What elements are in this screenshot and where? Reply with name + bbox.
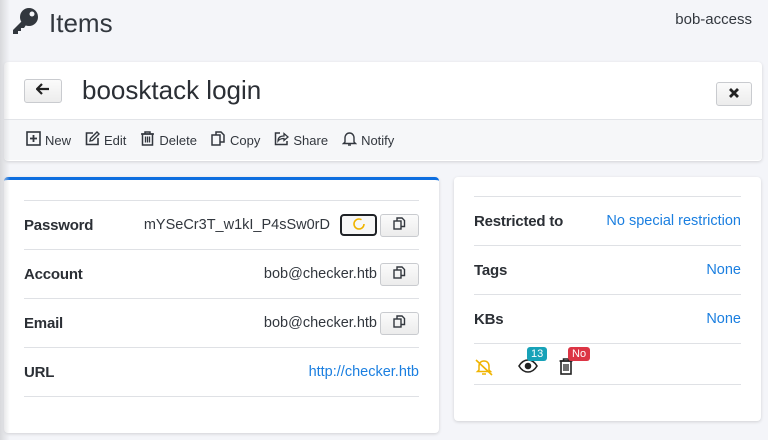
- edit-button[interactable]: Edit: [85, 131, 126, 149]
- copy-icon: [393, 217, 406, 233]
- back-button[interactable]: [24, 78, 62, 103]
- key-icon: [10, 6, 40, 41]
- item-header-card: boosktack login New Edit Delete Copy Sha…: [4, 62, 762, 161]
- kbs-row: KBs None: [474, 295, 741, 344]
- eye-icon[interactable]: [518, 359, 538, 378]
- item-toolbar: New Edit Delete Copy Share Notify: [4, 120, 762, 160]
- email-value[interactable]: bob@checker.htb: [263, 315, 377, 331]
- email-row: Email bob@checker.htb: [24, 299, 419, 348]
- item-name: boosktack login: [82, 75, 262, 105]
- deleted-badge: No: [568, 347, 591, 361]
- delete-button[interactable]: Delete: [140, 131, 197, 149]
- share-button[interactable]: Share: [274, 131, 328, 149]
- notify-button[interactable]: Notify: [341, 131, 394, 149]
- close-button[interactable]: [716, 82, 752, 106]
- page-header: Items: [10, 4, 113, 42]
- password-row: Password mYSeCr3T_w1kI_P4sSw0rD: [24, 201, 419, 250]
- restricted-row: Restricted to No special restriction: [474, 197, 741, 246]
- plus-square-icon: [26, 131, 45, 149]
- copy-password-button[interactable]: [380, 213, 419, 237]
- views-count-badge: 13: [527, 347, 548, 361]
- tags-link[interactable]: None: [706, 262, 741, 278]
- trash-icon[interactable]: [559, 358, 573, 380]
- loading-spinner-icon: [352, 217, 366, 234]
- share-icon: [274, 131, 293, 149]
- copy-account-button[interactable]: [380, 262, 419, 286]
- tags-row: Tags None: [474, 246, 741, 295]
- bell-icon: [341, 131, 361, 149]
- trash-icon: [140, 131, 159, 149]
- page-title: Items: [49, 7, 113, 38]
- item-details-card: Password mYSeCr3T_w1kI_P4sSw0rD Account …: [4, 177, 439, 433]
- copy-icon: [393, 315, 406, 331]
- close-icon: [728, 87, 740, 102]
- edit-icon: [85, 131, 104, 149]
- url-link[interactable]: http://checker.htb: [308, 364, 419, 380]
- restriction-link[interactable]: No special restriction: [606, 213, 741, 229]
- account-value[interactable]: bob@checker.htb: [263, 266, 377, 282]
- url-row: URL http://checker.htb: [24, 348, 419, 397]
- kbs-link[interactable]: None: [706, 311, 741, 327]
- copy-email-button[interactable]: [380, 311, 419, 335]
- user-name[interactable]: bob-access: [675, 11, 752, 28]
- copy-button[interactable]: Copy: [211, 131, 260, 149]
- arrow-left-icon: [35, 83, 50, 98]
- password-value[interactable]: mYSeCr3T_w1kI_P4sSw0rD: [143, 217, 330, 233]
- reveal-password-button[interactable]: [340, 214, 377, 236]
- new-button[interactable]: New: [26, 131, 71, 149]
- item-meta-card: Restricted to No special restriction Tag…: [454, 177, 761, 421]
- copy-icon: [393, 266, 406, 282]
- left-edge-shadow: [0, 0, 10, 440]
- copy-icon: [211, 131, 230, 149]
- status-row: 13 No: [474, 344, 741, 385]
- account-row: Account bob@checker.htb: [24, 250, 419, 299]
- bell-slash-icon[interactable]: [474, 358, 494, 381]
